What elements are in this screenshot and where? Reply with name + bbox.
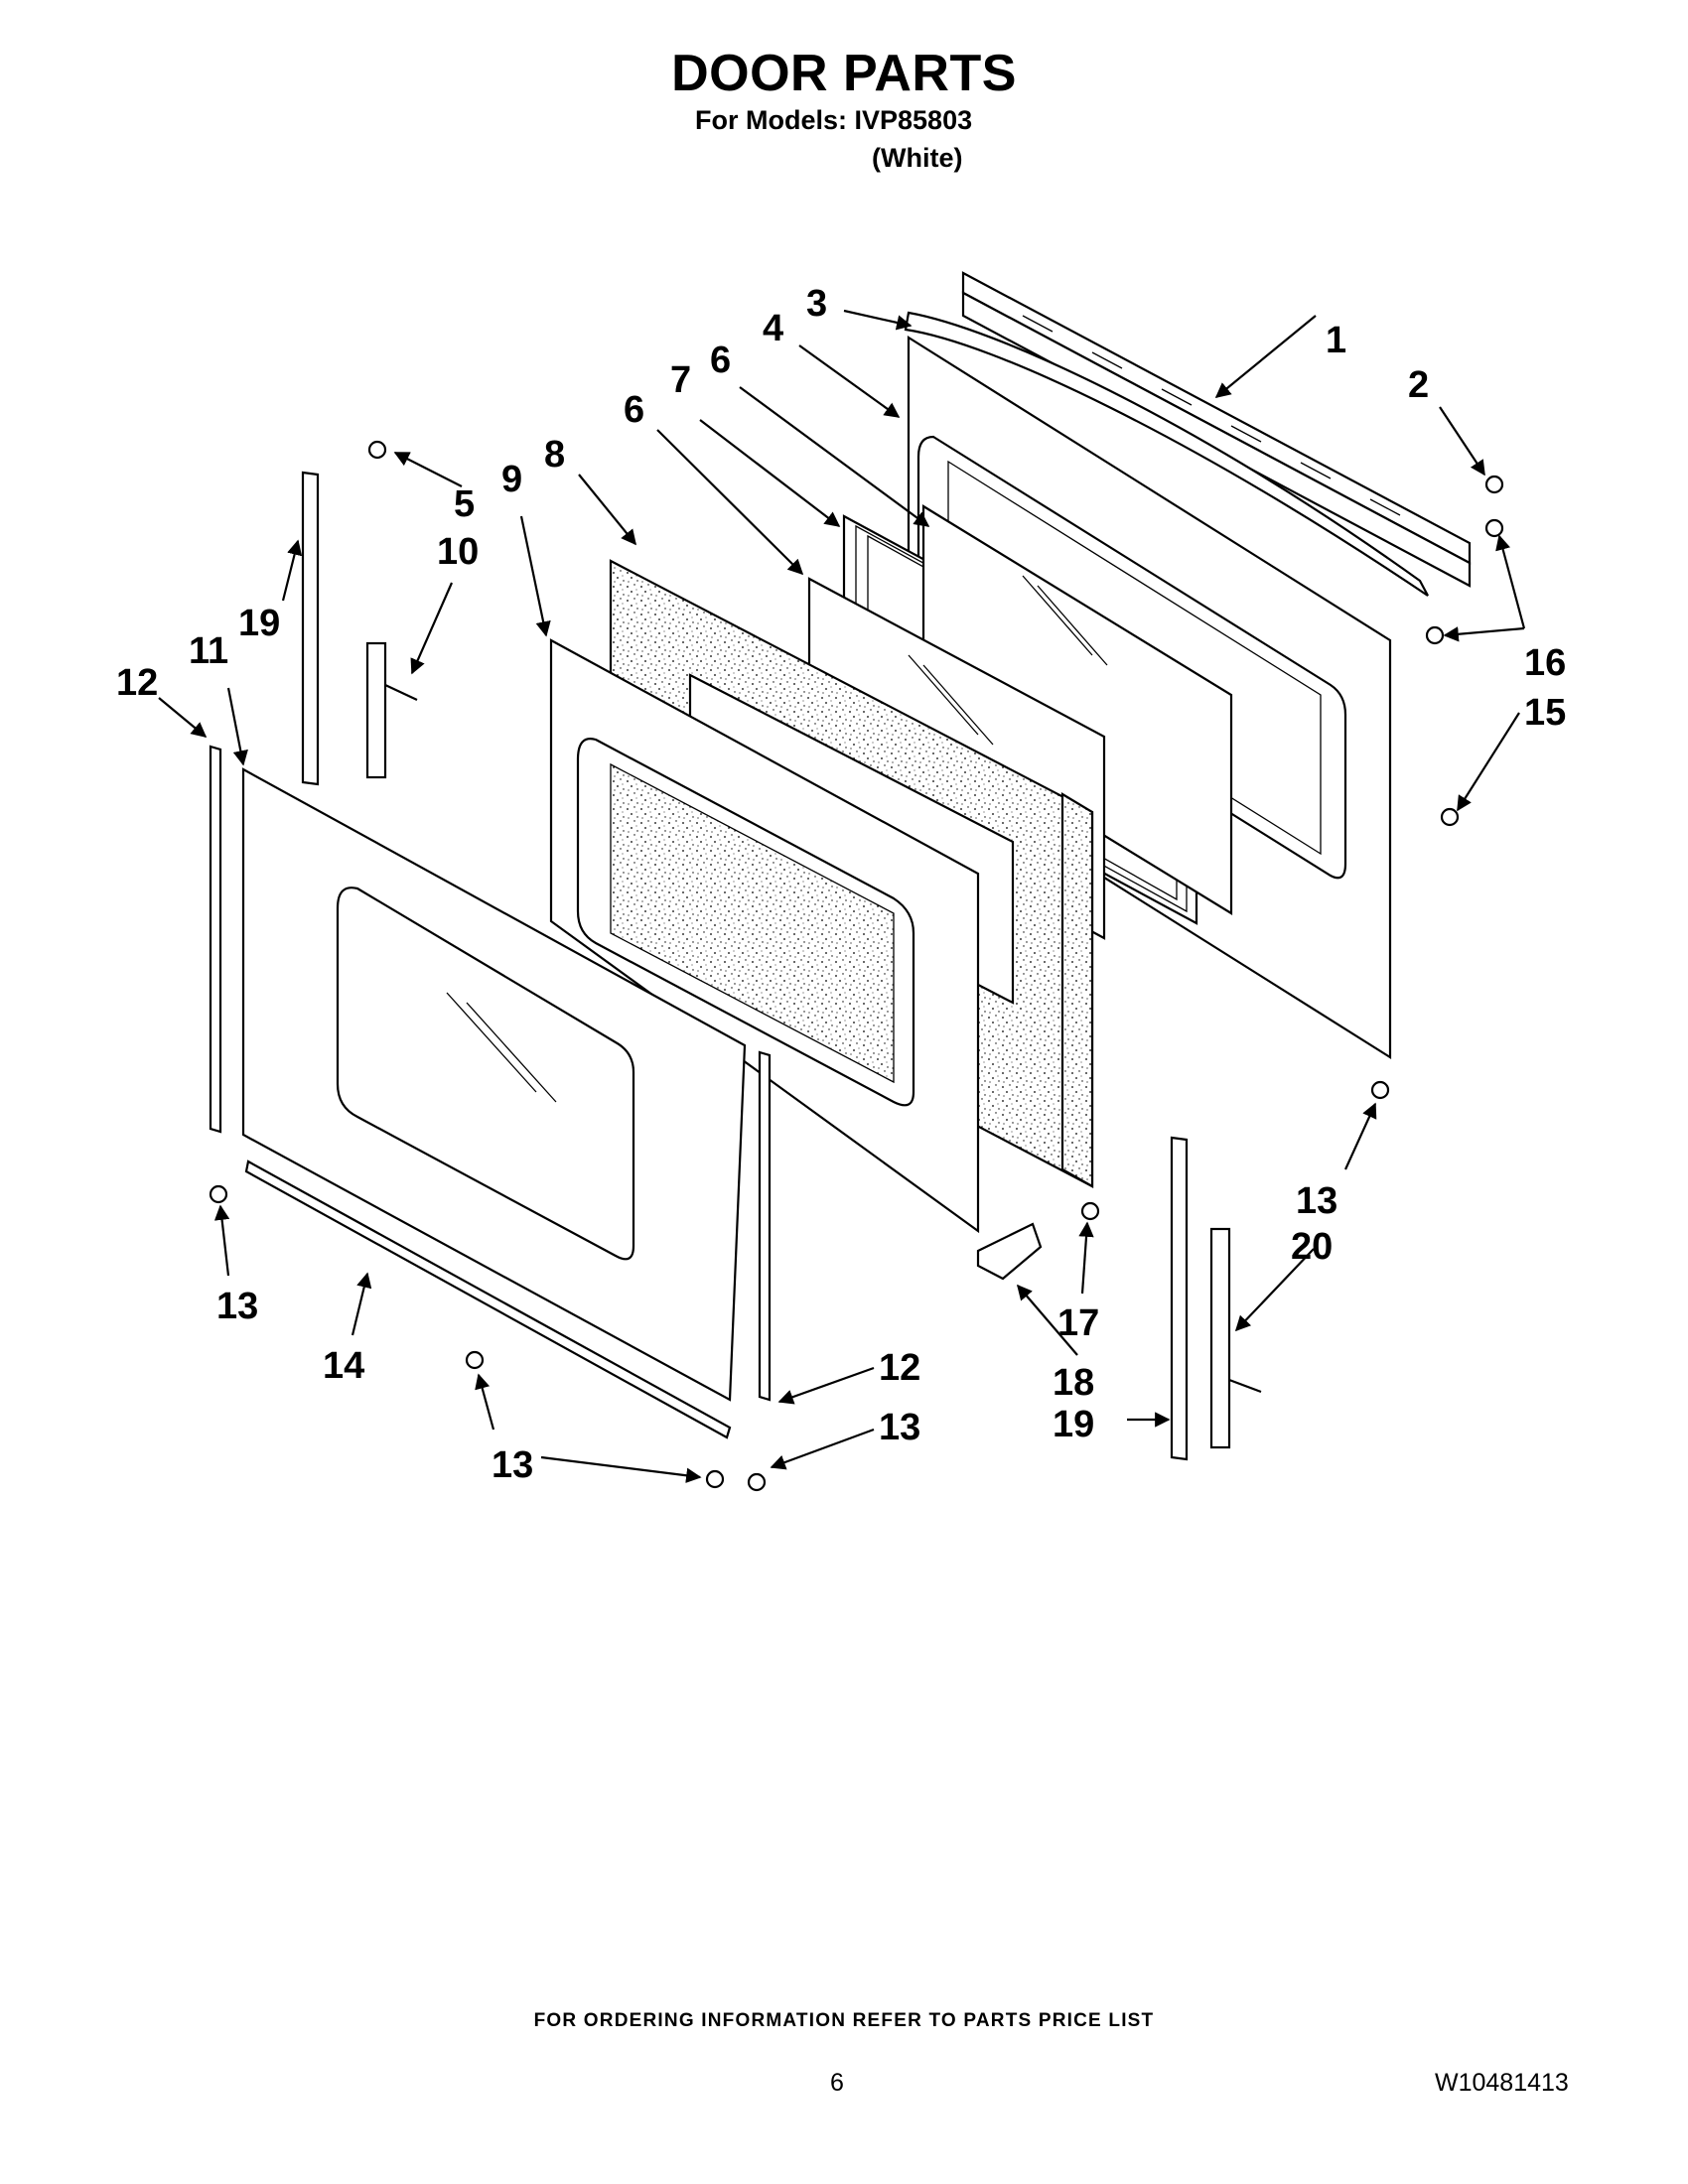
- callout-7: 7: [670, 359, 691, 401]
- callout-9: 9: [501, 459, 522, 500]
- callout-13d: 13: [1296, 1180, 1337, 1222]
- screw-icon: [1440, 807, 1460, 827]
- screw-icon: [1370, 1080, 1390, 1100]
- vent-slots: [1022, 315, 1401, 516]
- callout-20: 20: [1291, 1226, 1333, 1268]
- callout-1: 1: [1326, 320, 1346, 361]
- color-variant: (White): [872, 143, 963, 173]
- callout-6b: 6: [624, 389, 644, 431]
- leader-lines: [158, 309, 1526, 1483]
- outer-door-panel: [241, 767, 747, 1402]
- screw-icon: [747, 1472, 767, 1492]
- door-handle: [904, 311, 1429, 597]
- callout-12b: 12: [879, 1347, 920, 1389]
- ordering-note: FOR ORDERING INFORMATION REFER TO PARTS …: [533, 2010, 1155, 2031]
- screw-icon: [209, 1184, 228, 1204]
- screw-icon: [1425, 625, 1445, 645]
- callout-12a: 12: [116, 662, 158, 704]
- callout-2: 2: [1408, 364, 1429, 406]
- bottom-trim: [244, 1160, 732, 1439]
- callout-5: 5: [454, 483, 475, 525]
- document-number: W10481413: [1435, 2069, 1569, 2097]
- callout-14: 14: [323, 1345, 364, 1387]
- callout-8: 8: [544, 434, 565, 476]
- callout-4: 4: [763, 308, 783, 349]
- hinge-receiver-left: [301, 471, 320, 786]
- side-trim-left: [209, 745, 222, 1134]
- side-trim-right: [758, 1050, 772, 1402]
- callout-16: 16: [1524, 642, 1566, 684]
- callout-labels: 1 2 3 4 5 6 6 7 8 9 10 11 12 12 13 13 13…: [116, 283, 1566, 1486]
- callout-19b: 19: [1053, 1404, 1094, 1445]
- screw-icon: [465, 1350, 485, 1370]
- callout-3: 3: [806, 283, 827, 325]
- callout-18: 18: [1053, 1362, 1094, 1404]
- callout-15: 15: [1524, 692, 1566, 734]
- hinge-receiver-right: [1170, 1136, 1189, 1461]
- door-frame: [549, 638, 980, 1234]
- callout-13b: 13: [492, 1444, 533, 1486]
- callout-17: 17: [1057, 1302, 1099, 1344]
- callout-11: 11: [189, 630, 228, 672]
- hinge-right: [1209, 1227, 1262, 1449]
- screw-icon: [1484, 518, 1504, 538]
- callout-19a: 19: [238, 603, 280, 644]
- door-bracket: [976, 1222, 1043, 1281]
- vent-trim-strip: [961, 271, 1472, 588]
- page-number: 6: [830, 2069, 844, 2097]
- screw-icon: [1484, 475, 1504, 494]
- screw-icon: [367, 440, 387, 460]
- callout-13c: 13: [879, 1407, 920, 1448]
- callout-13a: 13: [216, 1286, 258, 1327]
- screw-icon: [1080, 1201, 1100, 1221]
- screw-icon: [705, 1469, 725, 1489]
- hinge-left: [365, 641, 418, 779]
- models-line: For Models: IVP85803: [695, 105, 973, 135]
- callout-10: 10: [437, 531, 479, 573]
- screws: [209, 440, 1504, 1492]
- callout-6a: 6: [710, 340, 731, 381]
- page-title: DOOR PARTS: [671, 45, 1017, 102]
